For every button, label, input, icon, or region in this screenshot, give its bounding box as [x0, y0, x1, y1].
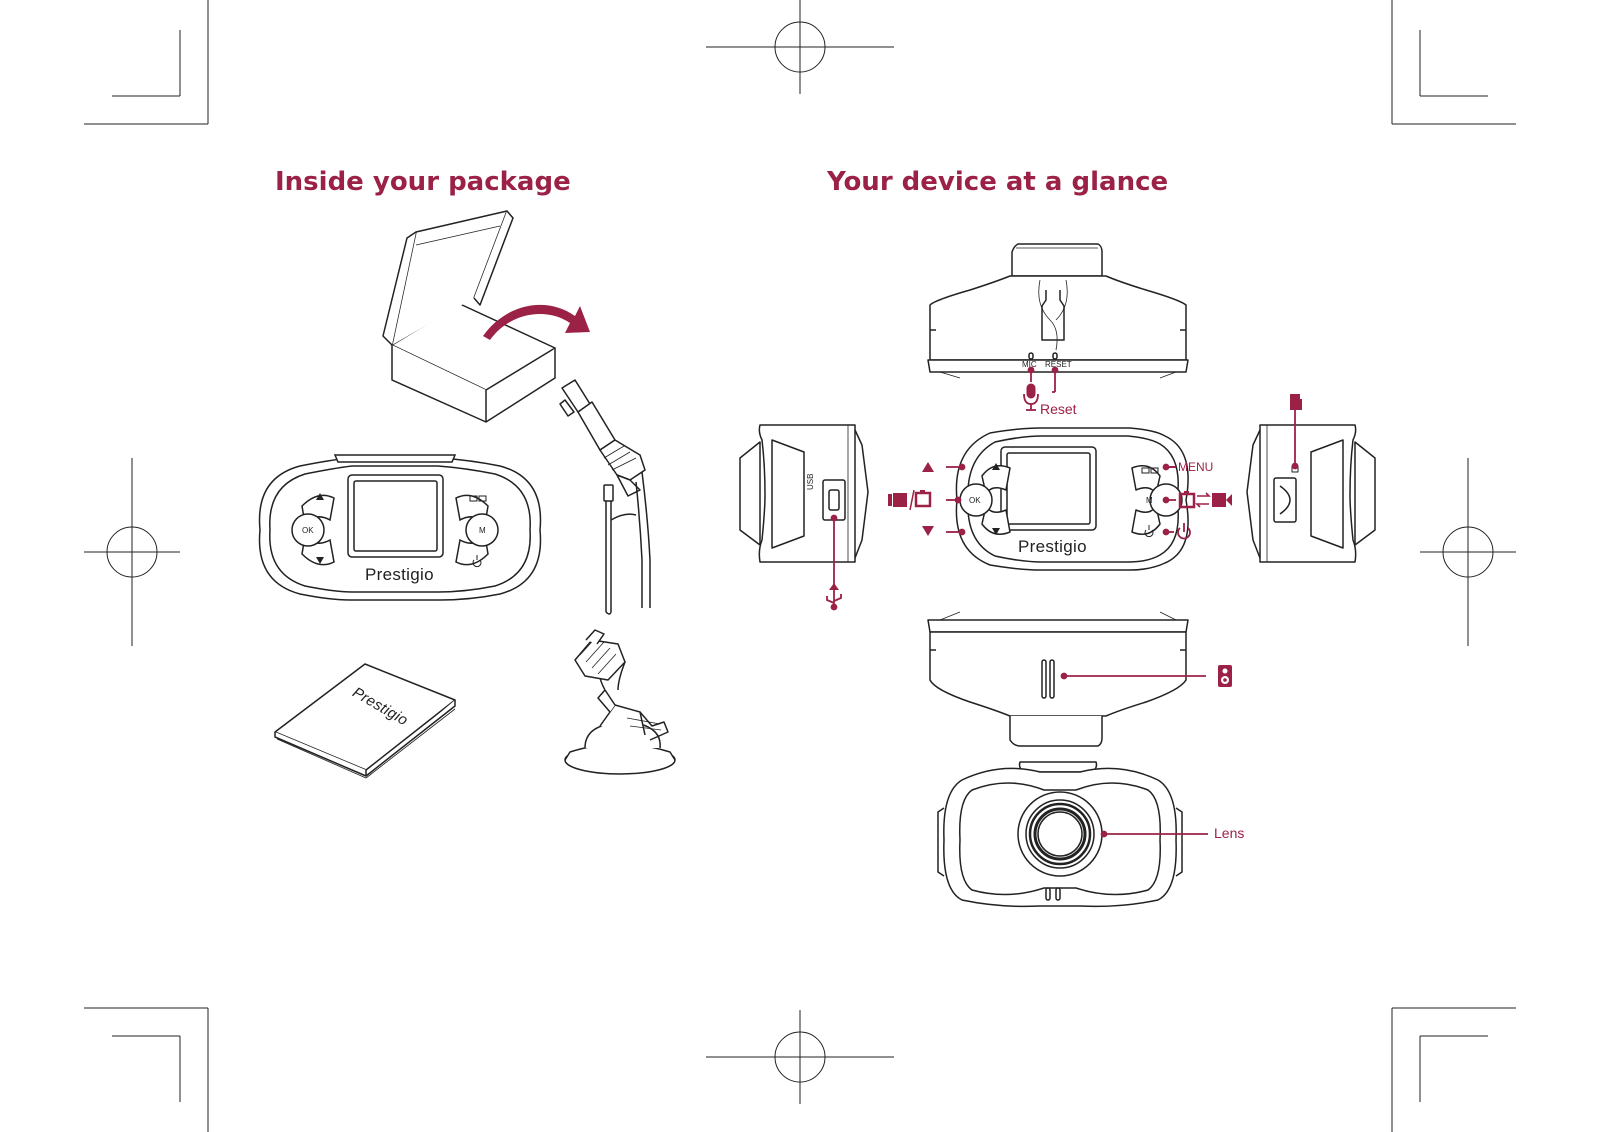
reset-label: Reset: [1040, 401, 1077, 417]
usb-small-label: USB: [806, 473, 815, 490]
power-icon: [1177, 523, 1191, 540]
microphone-icon: [1023, 383, 1039, 411]
package-title: Inside your package: [275, 167, 571, 197]
registration-marks: [84, 0, 1516, 1104]
reset-small-label: RESET: [1045, 360, 1072, 369]
device-back-view: [937, 761, 1183, 908]
device-right-side: [1246, 424, 1376, 563]
device-front-glyphs: [992, 463, 1159, 538]
front-ok-button-label: OK: [969, 496, 981, 505]
suction-mount: [564, 629, 676, 775]
device-title: Your device at a glance: [827, 167, 1169, 197]
package-m-button-label: M: [479, 526, 486, 535]
package-box: [382, 210, 556, 423]
sd-card-icon: [1290, 394, 1302, 410]
front-device-brand: Prestigio: [1018, 537, 1087, 556]
manual-booklet: [274, 663, 456, 779]
device-front-center: [955, 427, 1189, 571]
usb-icon: [826, 583, 842, 611]
up-arrow-icon: [922, 462, 934, 472]
car-charger: [559, 379, 651, 615]
video-photo-icon: [888, 489, 932, 511]
callout-lines-left: [830, 514, 838, 590]
device-button-glyphs-package: [316, 493, 487, 568]
lens-label: Lens: [1214, 825, 1245, 841]
dashcam-front-package: [258, 454, 542, 601]
callout-lines-bottom: [1060, 672, 1206, 680]
callout-lines-top: [1027, 366, 1059, 393]
crop-marks: [84, 0, 1516, 1132]
speaker-icon: [1218, 665, 1232, 687]
arrow-open-icon: [483, 304, 590, 340]
down-arrow-icon: [922, 526, 934, 536]
package-device-brand: Prestigio: [365, 565, 434, 584]
device-top-view: [927, 243, 1189, 379]
callout-lines-back: [1100, 830, 1208, 838]
device-left-side: [739, 424, 869, 563]
menu-label: MENU: [1178, 460, 1214, 474]
package-ok-button-label: OK: [302, 526, 314, 535]
camera-video-switch-icon: [1178, 491, 1232, 509]
front-m-button-label: M: [1146, 496, 1153, 505]
device-bottom-view: [927, 611, 1189, 747]
callout-lines-right: [1291, 410, 1299, 470]
mic-small-label: MIC: [1022, 360, 1037, 369]
